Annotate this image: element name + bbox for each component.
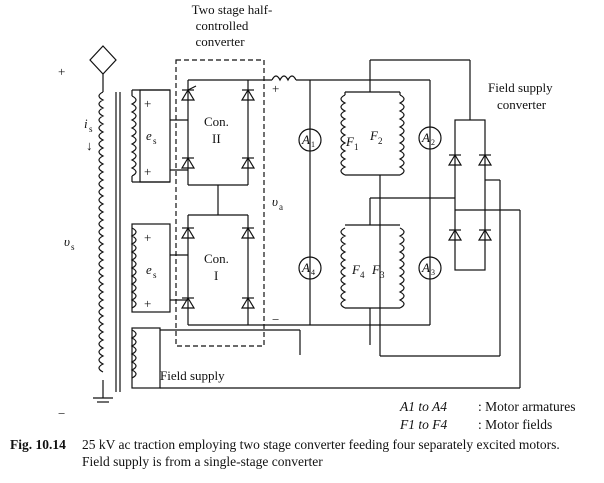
armature-a2 (418, 126, 442, 150)
a3-sub: 3 (431, 268, 435, 277)
va-sub: a (279, 202, 283, 212)
field-supply-converter (454, 119, 486, 271)
field-f4 (340, 227, 347, 309)
a4-sub: 4 (311, 268, 315, 277)
legend-row: F1 to F4 : Motor fields (400, 416, 575, 434)
field-f2 (398, 94, 405, 176)
vs-label: υ (64, 234, 70, 249)
legend-row: A1 to A4 : Motor armatures (400, 398, 575, 416)
es-bottom-plus2: + (144, 296, 151, 311)
va-label: υ (272, 194, 278, 209)
is-sub: s (89, 124, 93, 134)
f1-label: F (345, 134, 355, 149)
caption-line2: Field supply is from a single-stage conv… (82, 454, 323, 469)
es-bottom-label: e (146, 262, 152, 277)
f3-sub: 3 (380, 270, 385, 280)
minus-bottom: − (58, 406, 65, 421)
a2-label: A (421, 130, 430, 145)
legend: A1 to A4 : Motor armatures F1 to F4 : Moto… (400, 398, 575, 434)
caption-line1: 25 kV ac traction employing two stage co… (82, 437, 560, 452)
ac-source-symbol (89, 45, 117, 75)
field-supply-winding (130, 329, 137, 379)
figure-caption: Fig. 10.14 25 kV ac traction employing tw… (10, 436, 600, 470)
legend-key: F1 to F4 (400, 417, 448, 432)
armature-a3 (418, 256, 442, 280)
va-minus: − (272, 312, 279, 327)
f1-sub: 1 (354, 142, 359, 152)
f3-label: F (371, 262, 381, 277)
f4-label: F (351, 262, 361, 277)
es-top-plus2: + (144, 164, 151, 179)
field-f3 (398, 227, 405, 309)
legend-value: : Motor fields (478, 417, 553, 432)
es-bottom-sub: s (153, 270, 157, 280)
smoothing-inductor (271, 75, 297, 82)
a4-label: A (301, 260, 310, 275)
two-stage-converter-box (175, 59, 265, 347)
field-f1 (340, 94, 347, 176)
converter-title-line1: Two stage half- (192, 2, 273, 17)
armature-a4 (298, 256, 322, 280)
field-supply-label: Field supply (160, 368, 225, 383)
con1-label: Con. (204, 251, 229, 266)
converter-title-line3: converter (195, 34, 245, 49)
secondary-winding-top (130, 95, 137, 177)
a1-sub: 1 (311, 140, 315, 149)
figure-number: Fig. 10.14 (10, 437, 66, 452)
secondary-winding-bottom (130, 227, 137, 309)
con2-num: II (212, 131, 221, 146)
f4-sub: 4 (360, 270, 365, 280)
f2-label: F (369, 128, 379, 143)
a1-label: A (301, 132, 310, 147)
es-top-label: e (146, 128, 152, 143)
a2-sub: 2 (431, 138, 435, 147)
legend-key: A1 to A4 (400, 399, 447, 414)
plus-top: + (58, 64, 65, 79)
field-converter-title-line2: converter (497, 97, 547, 112)
transformer-primary (98, 91, 105, 373)
es-bottom-plus: + (144, 230, 151, 245)
legend-value: : Motor armatures (478, 399, 576, 414)
es-top-sub: s (153, 136, 157, 146)
a3-label: A (421, 260, 430, 275)
con1-num: I (214, 268, 218, 283)
es-top-plus: + (144, 96, 151, 111)
field-converter-title-line1: Field supply (488, 80, 553, 95)
con2-label: Con. (204, 114, 229, 129)
f2-sub: 2 (378, 136, 383, 146)
armature-a1 (298, 128, 322, 152)
is-label: i (84, 116, 88, 131)
converter-title-line2: controlled (196, 18, 249, 33)
va-plus: + (272, 81, 279, 96)
vs-sub: s (71, 242, 75, 252)
current-arrow: ↓ (86, 138, 93, 153)
